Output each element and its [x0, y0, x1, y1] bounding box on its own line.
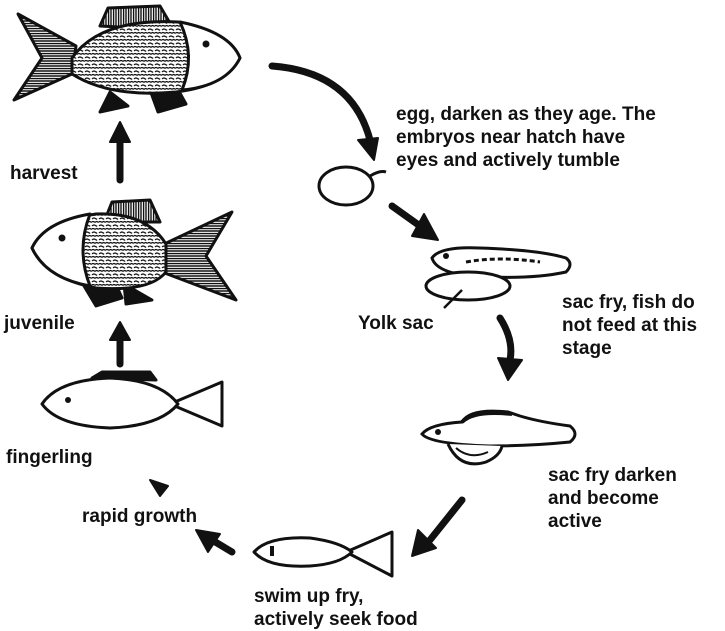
arrow-egg-to-sac-fry: [392, 206, 420, 226]
swim-up-label: swim up fry, actively seek food: [254, 585, 418, 631]
egg-label: egg, darken as they age. The embryos nea…: [396, 103, 656, 172]
juvenile-fish-icon: [32, 200, 236, 306]
sac-fry-dark-line-2: and become: [548, 487, 677, 510]
dark-sac-fry-icon: [422, 411, 575, 464]
swim-up-fry-icon: [254, 532, 392, 576]
rapid-growth-text: rapid growth: [82, 505, 197, 528]
arrow-adult-to-egg: [272, 66, 370, 140]
sac-fry-label-line-2: not feed at this: [562, 314, 697, 337]
arrow-sac-fry-to-dark: [500, 318, 511, 360]
arrow-heads: [110, 122, 522, 556]
sac-fry-dark-label: sac fry darken and become active: [548, 464, 677, 533]
sac-fry-dark-line-1: sac fry darken: [548, 464, 677, 487]
sac-fry-label-line-1: sac fry, fish do: [562, 291, 697, 314]
egg-icon: [319, 167, 386, 205]
fingerling-text: fingerling: [6, 446, 93, 469]
swim-up-line-1: swim up fry,: [254, 585, 418, 608]
yolk-sac-text: Yolk sac: [358, 312, 434, 335]
harvest-text: harvest: [10, 162, 78, 185]
sac-fry-dark-line-3: active: [548, 510, 677, 533]
adult-fish-icon: [14, 6, 240, 112]
sac-fry-label: sac fry, fish do not feed at this stage: [562, 291, 697, 360]
fingerling-label: fingerling: [6, 446, 93, 469]
yolk-sac-label: Yolk sac: [358, 312, 434, 335]
egg-label-line-3: eyes and actively tumble: [396, 149, 656, 172]
rapid-growth-label: rapid growth: [82, 505, 197, 528]
sac-fry-label-line-3: stage: [562, 337, 697, 360]
swim-up-line-2: actively seek food: [254, 608, 418, 631]
juvenile-text: juvenile: [4, 312, 75, 335]
sac-fry-icon: [426, 248, 570, 308]
egg-label-line-2: embryos near hatch have: [396, 126, 656, 149]
harvest-label: harvest: [10, 162, 78, 185]
juvenile-label: juvenile: [4, 312, 75, 335]
fingerling-icon: [42, 372, 222, 428]
egg-label-line-1: egg, darken as they age. The: [396, 103, 656, 126]
arrow-dark-to-swim-up: [430, 500, 462, 540]
